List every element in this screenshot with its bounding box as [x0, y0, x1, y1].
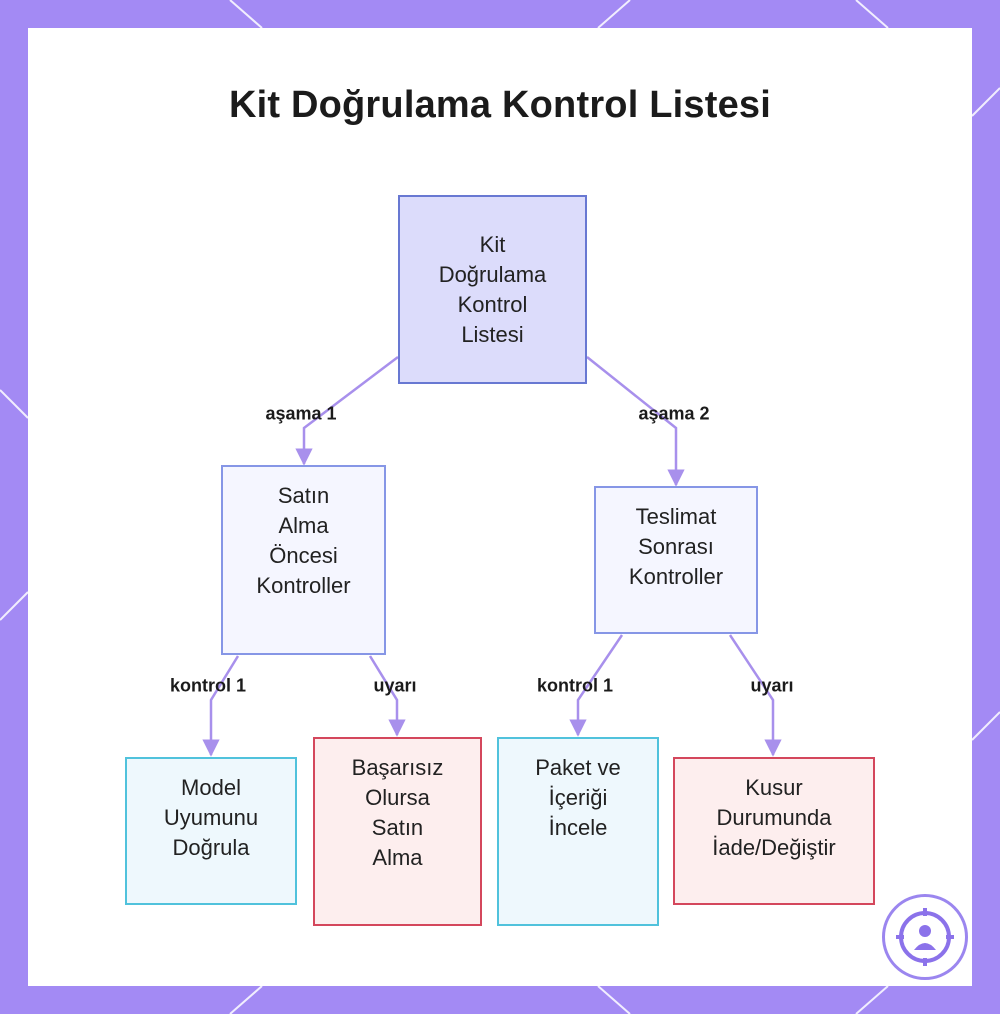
node-inspect-package-label: Paket ve İçeriği İncele	[535, 755, 621, 840]
node-post-delivery-label: Teslimat Sonrası Kontroller	[628, 504, 724, 589]
node-root: Kit Doğrulama Kontrol Listesi	[398, 195, 587, 384]
node-return-exchange-label: Kusur Durumunda İade/Değiştir	[712, 775, 836, 860]
node-pre-purchase: Satın Alma Öncesi Kontroller	[221, 465, 386, 655]
target-person-icon	[882, 894, 968, 980]
edge-pre-to-verify-model	[202, 655, 240, 757]
edge-root-to-pre-purchase	[295, 356, 399, 466]
edge-label-stage1: aşama 1	[265, 403, 337, 424]
edge-label-check1-right: kontrol 1	[536, 675, 614, 696]
diagram-title: Kit Doğrulama Kontrol Listesi	[228, 84, 772, 126]
node-do-not-buy-label: Başarısız Olursa Satın Alma	[351, 755, 444, 870]
edge-label-stage2: aşama 2	[638, 403, 710, 424]
node-inspect-package: Paket ve İçeriği İncele	[497, 737, 659, 926]
badge-icon-graphic	[896, 908, 954, 966]
node-verify-model-label: Model Uyumunu Doğrula	[163, 775, 259, 860]
edge-post-to-return-exchange	[728, 634, 782, 757]
edge-label-check1-left: kontrol 1	[169, 675, 247, 696]
node-do-not-buy: Başarısız Olursa Satın Alma	[313, 737, 482, 926]
edge-root-to-post-delivery	[586, 356, 685, 487]
edge-pre-to-do-not-buy	[368, 655, 406, 737]
edge-post-to-inspect-package	[569, 634, 624, 737]
edge-label-warning-right: uyarı	[750, 675, 794, 696]
edge-label-warning-left: uyarı	[373, 675, 417, 696]
node-root-label: Kit Doğrulama Kontrol Listesi	[438, 231, 547, 347]
node-return-exchange: Kusur Durumunda İade/Değiştir	[673, 757, 875, 905]
node-pre-purchase-label: Satın Alma Öncesi Kontroller	[256, 483, 351, 598]
node-post-delivery: Teslimat Sonrası Kontroller	[594, 486, 758, 634]
node-verify-model: Model Uyumunu Doğrula	[125, 757, 297, 905]
